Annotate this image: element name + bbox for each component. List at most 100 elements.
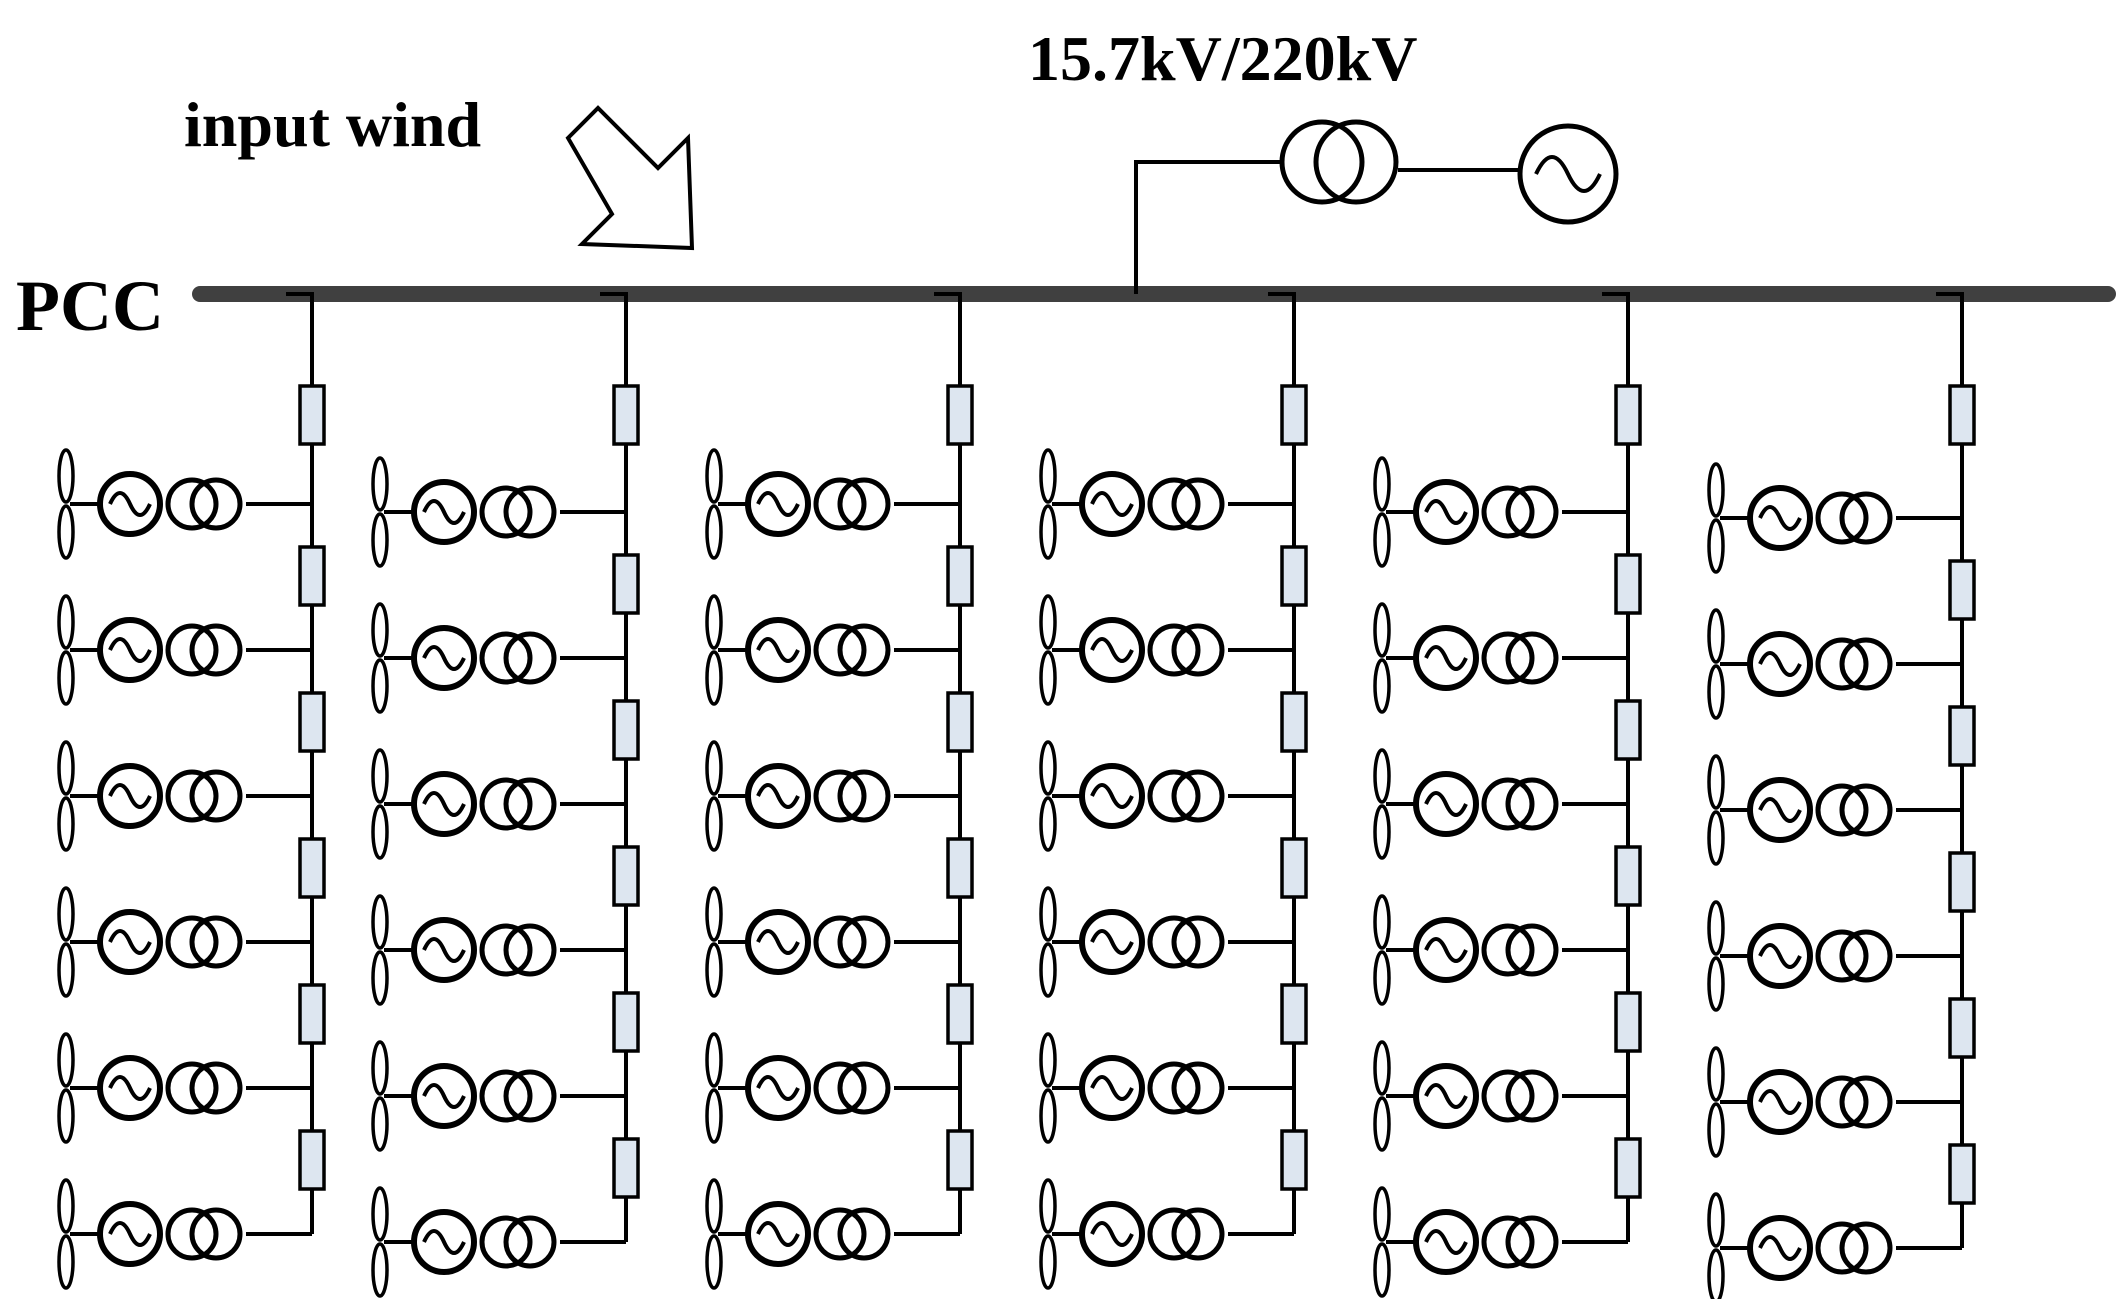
resistor-icon: [612, 845, 640, 907]
wind-turbine-icon: [1373, 748, 1416, 860]
turbine-blade: [1039, 1088, 1057, 1144]
ac-generator-icon: [745, 1055, 811, 1121]
turbine-blade: [371, 894, 389, 950]
generator-wave: [1090, 929, 1134, 955]
turbine-blade: [1707, 664, 1725, 720]
turbine-blade: [371, 950, 389, 1006]
turbine-blade: [705, 448, 723, 504]
ac-generator-icon: [97, 617, 163, 683]
transformer-icon: [1147, 477, 1225, 531]
transformer-winding-primary: [479, 777, 533, 831]
transformer-winding-primary: [1815, 1075, 1869, 1129]
feeders: [57, 292, 1976, 1299]
generator-wave: [1424, 791, 1468, 817]
turbine-unit: [705, 594, 960, 706]
ac-generator-icon: [1747, 631, 1813, 697]
ac-source-circle: [1517, 123, 1619, 225]
transformer-icon: [1147, 1061, 1225, 1115]
ac-source-wave: [1534, 155, 1602, 193]
turbine-blade: [1707, 1248, 1725, 1299]
transformer-winding-primary: [165, 623, 219, 677]
turbine-unit: [1707, 462, 1962, 574]
turbine-blade: [371, 804, 389, 860]
turbine-unit: [371, 1040, 626, 1152]
turbine-unit: [1039, 740, 1294, 852]
transformer-winding-primary: [813, 477, 867, 531]
resistor-icon: [1280, 983, 1308, 1045]
ac-generator-icon: [1079, 471, 1145, 537]
transformer-winding-primary: [1815, 929, 1869, 983]
wind-arrow-icon: [565, 105, 695, 251]
turbine-unit: [1707, 754, 1962, 866]
transformer-icon: [813, 623, 891, 677]
wind-turbine-icon: [705, 1032, 748, 1144]
grid-connection: [1134, 119, 1619, 294]
transformer-icon: [1481, 485, 1559, 539]
transformer-winding-primary: [479, 1215, 533, 1269]
resistor-icon: [612, 553, 640, 615]
ac-generator-icon: [411, 1209, 477, 1275]
turbine-blade: [1373, 748, 1391, 804]
turbine-unit: [1707, 1046, 1962, 1158]
resistor-icon: [612, 991, 640, 1053]
transformer-icon: [479, 1215, 557, 1269]
turbine-blade: [1039, 796, 1057, 852]
resistor-icon: [1280, 691, 1308, 753]
turbine-unit: [371, 456, 626, 568]
transformer-winding-secondary: [1839, 929, 1893, 983]
wind-turbine-icon: [371, 894, 414, 1006]
feeder-4: [1039, 292, 1308, 1290]
resistor-icon: [1948, 559, 1976, 621]
turbine-blade: [1039, 448, 1057, 504]
ac-generator-icon: [97, 471, 163, 537]
resistor-icon: [1614, 991, 1642, 1053]
turbine-unit: [1039, 1178, 1294, 1290]
transformer-winding-primary: [479, 485, 533, 539]
wind-turbine-icon: [1707, 1192, 1750, 1299]
feeder-2: [371, 292, 640, 1298]
transformer-icon: [165, 769, 243, 823]
wind-turbine-icon: [705, 1178, 748, 1290]
turbine-blade: [1373, 602, 1391, 658]
turbine-unit: [57, 1032, 312, 1144]
transformer-icon: [1481, 923, 1559, 977]
turbine-unit: [371, 1186, 626, 1298]
turbine-unit: [1039, 1032, 1294, 1144]
transformer-winding-primary: [1147, 915, 1201, 969]
turbine-blade: [1707, 754, 1725, 810]
generator-wave: [108, 491, 152, 517]
wind-turbine-icon: [371, 748, 414, 860]
transformer-winding-primary: [1147, 769, 1201, 823]
generator-wave: [756, 491, 800, 517]
turbine-unit: [1707, 1192, 1962, 1299]
ac-generator-icon: [745, 1201, 811, 1267]
wind-turbine-icon: [371, 602, 414, 714]
turbine-unit: [57, 886, 312, 998]
resistor-icon: [298, 1129, 326, 1191]
transformer-icon: [1147, 1207, 1225, 1261]
wind-turbine-icon: [1039, 1178, 1082, 1290]
resistor-icon: [946, 545, 974, 607]
wind-turbine-icon: [1707, 608, 1750, 720]
resistor-icon: [612, 699, 640, 761]
turbine-blade: [1373, 512, 1391, 568]
turbine-blade: [705, 796, 723, 852]
wind-turbine-icon: [1039, 740, 1082, 852]
transformer-winding-primary: [813, 623, 867, 677]
transformer-winding-primary: [1481, 485, 1535, 539]
wind-turbine-icon: [1707, 900, 1750, 1012]
resistor-icon: [1948, 997, 1976, 1059]
turbine-blade: [57, 1088, 75, 1144]
turbine-blade: [1373, 658, 1391, 714]
turbine-blade: [1707, 462, 1725, 518]
turbine-blade: [57, 448, 75, 504]
transformer-icon: [1481, 777, 1559, 831]
transformer-winding-primary: [813, 769, 867, 823]
transformer-winding-primary: [813, 1061, 867, 1115]
transformer-winding-secondary: [1505, 631, 1559, 685]
transformer-winding-secondary: [503, 1215, 557, 1269]
turbine-unit: [705, 886, 960, 998]
transformer-icon: [813, 915, 891, 969]
wind-turbine-icon: [371, 456, 414, 568]
resistor-icon: [298, 837, 326, 899]
